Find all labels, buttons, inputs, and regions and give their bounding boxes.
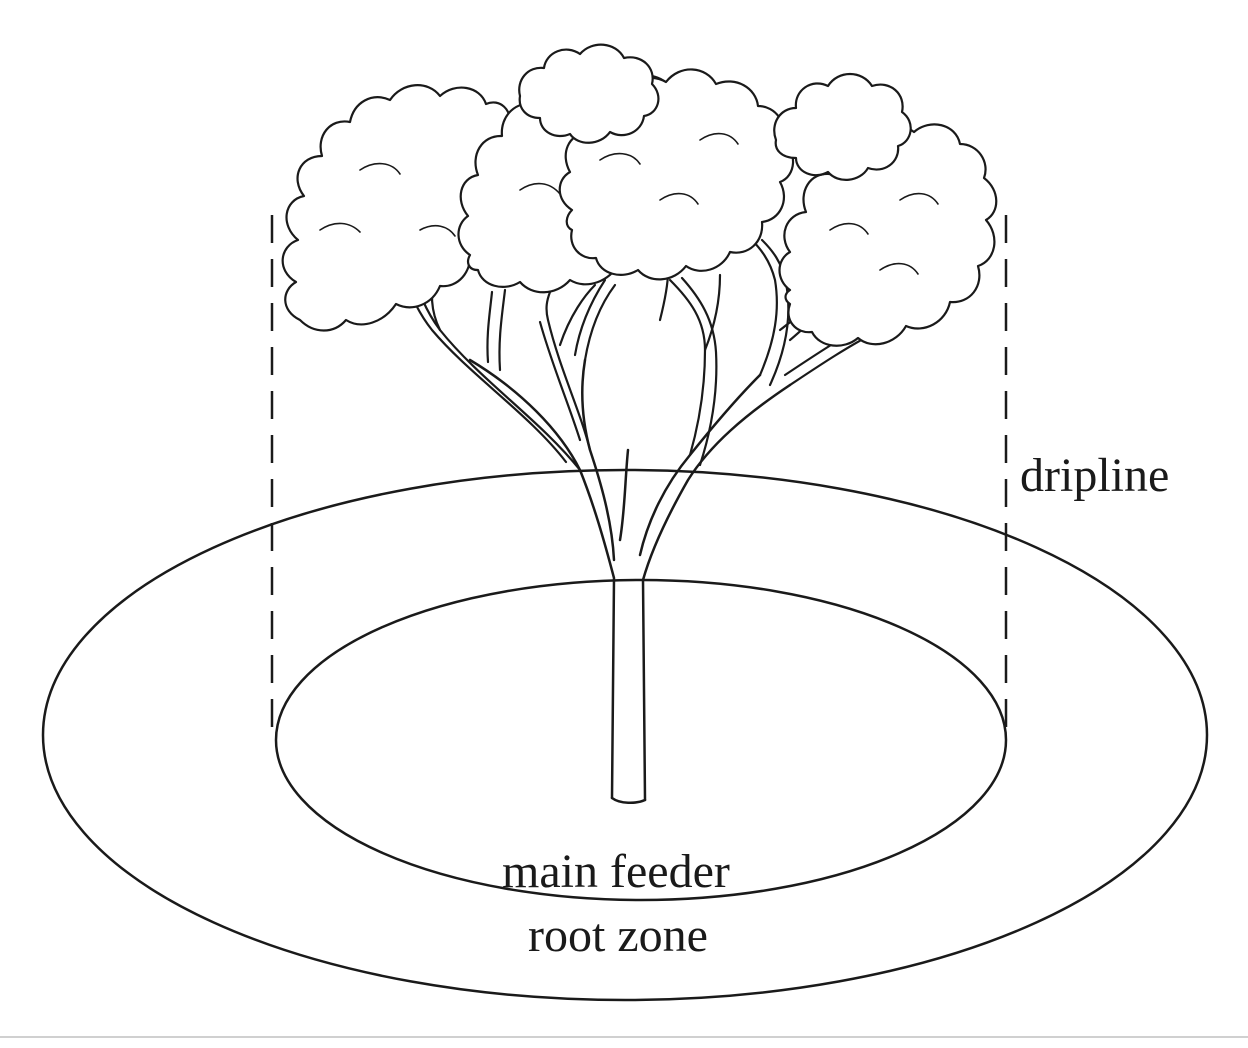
outer-root-ellipse <box>41 468 1209 1002</box>
root-zone-label-line1: main feeder <box>502 845 730 898</box>
bottom-divider <box>0 1036 1248 1038</box>
canopy-detail-strokes <box>319 132 939 275</box>
root-zone-label-line2: root zone <box>528 909 708 962</box>
dripline-label: dripline <box>1020 449 1170 502</box>
tree-canopy-icon <box>281 43 998 347</box>
tree-trunk-icon <box>468 358 792 804</box>
inner-root-ellipse <box>274 578 1008 902</box>
